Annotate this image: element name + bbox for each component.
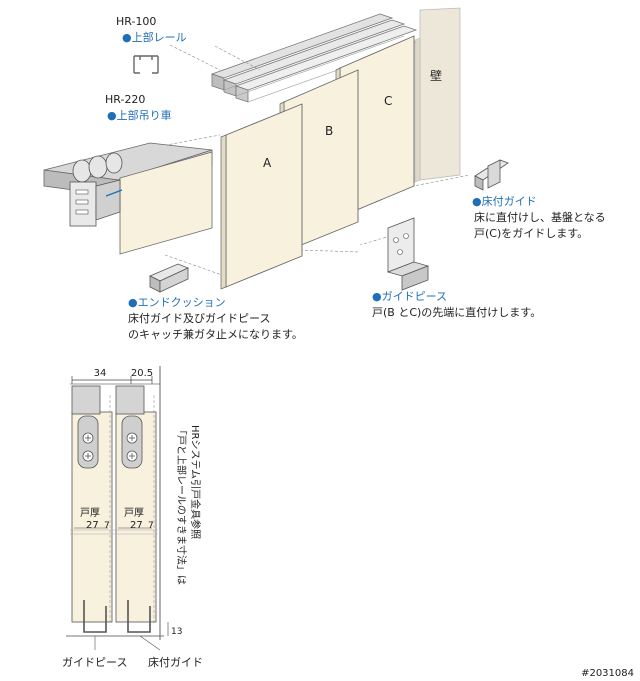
- door-c-label: C: [384, 94, 392, 108]
- floor-guide-desc-1: 床に直付けし、基盤となる: [474, 210, 606, 224]
- floor-guide-part: [474, 159, 509, 191]
- end-cushion-part: [149, 263, 190, 293]
- door-thickness-right: 戸厚: [124, 507, 144, 519]
- dim-13: 13: [171, 627, 182, 637]
- rail-section-icon: [133, 55, 159, 74]
- floor-guide-desc-2: 戸(C)をガイドします。: [474, 227, 588, 240]
- floor-guide-callout: 床付ガイド: [148, 655, 203, 669]
- dim-27-left: 27: [86, 520, 99, 531]
- catalog-number: #2031084: [581, 668, 634, 679]
- dim-7-right: 7: [148, 521, 154, 531]
- floor-guide-title: ●床付ガイド: [472, 194, 537, 208]
- vertical-note-2: HRシステム引戸金具参照: [189, 425, 202, 539]
- vertical-note-1: 「戸と上部レールのすきま寸法」は: [175, 425, 188, 585]
- wall: [414, 7, 461, 183]
- door-b-label: B: [325, 124, 333, 138]
- guide-piece-part: [386, 217, 430, 291]
- dashed-guidelines: [139, 44, 471, 276]
- hanger-roller-assembly: [43, 142, 213, 255]
- hr100-code: HR-100: [116, 15, 156, 28]
- hr220-name: ●上部吊り車: [107, 108, 172, 122]
- dim-7-left: 7: [104, 521, 110, 531]
- door-a-label: A: [263, 156, 272, 170]
- end-cushion-title: ●エンドクッション: [128, 296, 226, 309]
- dim-20-5: 20.5: [131, 368, 153, 379]
- dim-27-right: 27: [130, 520, 143, 531]
- guide-piece-desc: 戸(B とC)の先端に直付けします。: [372, 305, 541, 319]
- end-cushion-desc-2: のキャッチ兼ガタ止メになります。: [128, 328, 303, 341]
- end-cushion-desc-1: 床付ガイド及びガイドピース: [128, 311, 270, 325]
- dim-34: 34: [94, 368, 107, 379]
- door-thickness-left: 戸厚: [80, 507, 100, 519]
- section-drawing: [66, 366, 169, 640]
- guide-piece-title: ●ガイドピース: [372, 290, 447, 303]
- door-a: [220, 103, 303, 290]
- wall-label: 壁: [430, 68, 442, 83]
- hr100-name: ●上部レール: [122, 30, 187, 44]
- guide-piece-callout: ガイドピース: [62, 656, 127, 669]
- upper-rails: [210, 13, 418, 103]
- hr220-code: HR-220: [105, 93, 145, 106]
